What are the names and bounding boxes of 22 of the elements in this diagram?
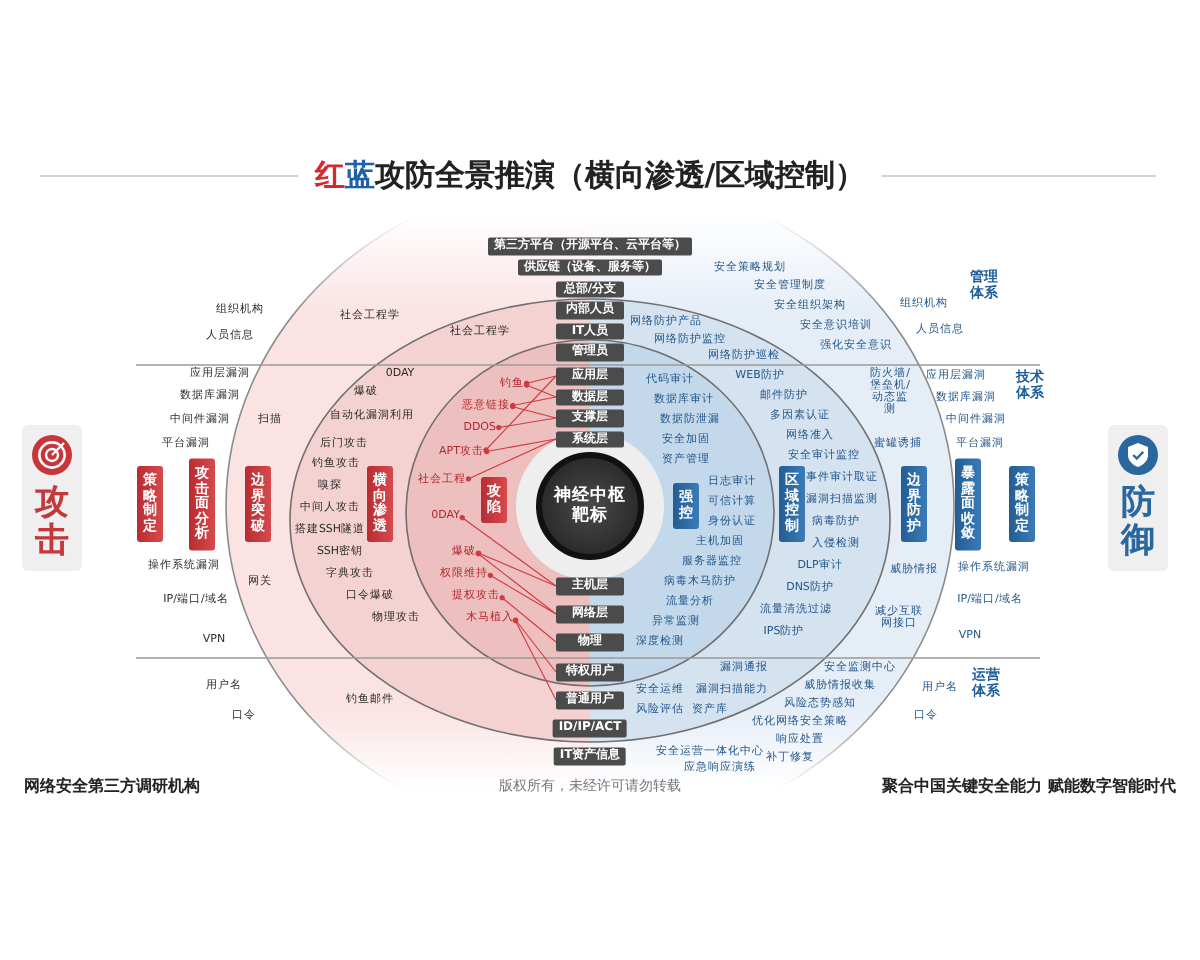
connector-line bbox=[513, 617, 557, 673]
connector-line bbox=[487, 572, 557, 615]
connector-line bbox=[483, 375, 557, 453]
footer-text: 聚合中国关键安全能力 赋能数字智能时代 bbox=[882, 777, 1176, 795]
connector-line bbox=[512, 617, 557, 701]
connector-line bbox=[509, 396, 557, 409]
connector-line bbox=[459, 515, 557, 587]
side-heading: 防御 bbox=[1121, 485, 1155, 561]
connector-line bbox=[509, 404, 557, 419]
connector-line bbox=[475, 550, 557, 587]
connector-line bbox=[495, 417, 557, 431]
side-panel bbox=[1108, 425, 1168, 571]
connector-line bbox=[523, 375, 557, 386]
footer-text: 网络安全第三方调研机构 bbox=[24, 777, 200, 795]
connector-line bbox=[499, 595, 557, 643]
title: 红蓝攻防全景推演（横向渗透/区域控制） bbox=[314, 159, 866, 193]
connector-line bbox=[483, 438, 557, 455]
side-heading: 攻击 bbox=[35, 485, 69, 561]
connector-line bbox=[523, 382, 557, 398]
side-panel bbox=[22, 425, 82, 571]
connector-line bbox=[475, 551, 557, 615]
connector-line bbox=[465, 438, 557, 482]
